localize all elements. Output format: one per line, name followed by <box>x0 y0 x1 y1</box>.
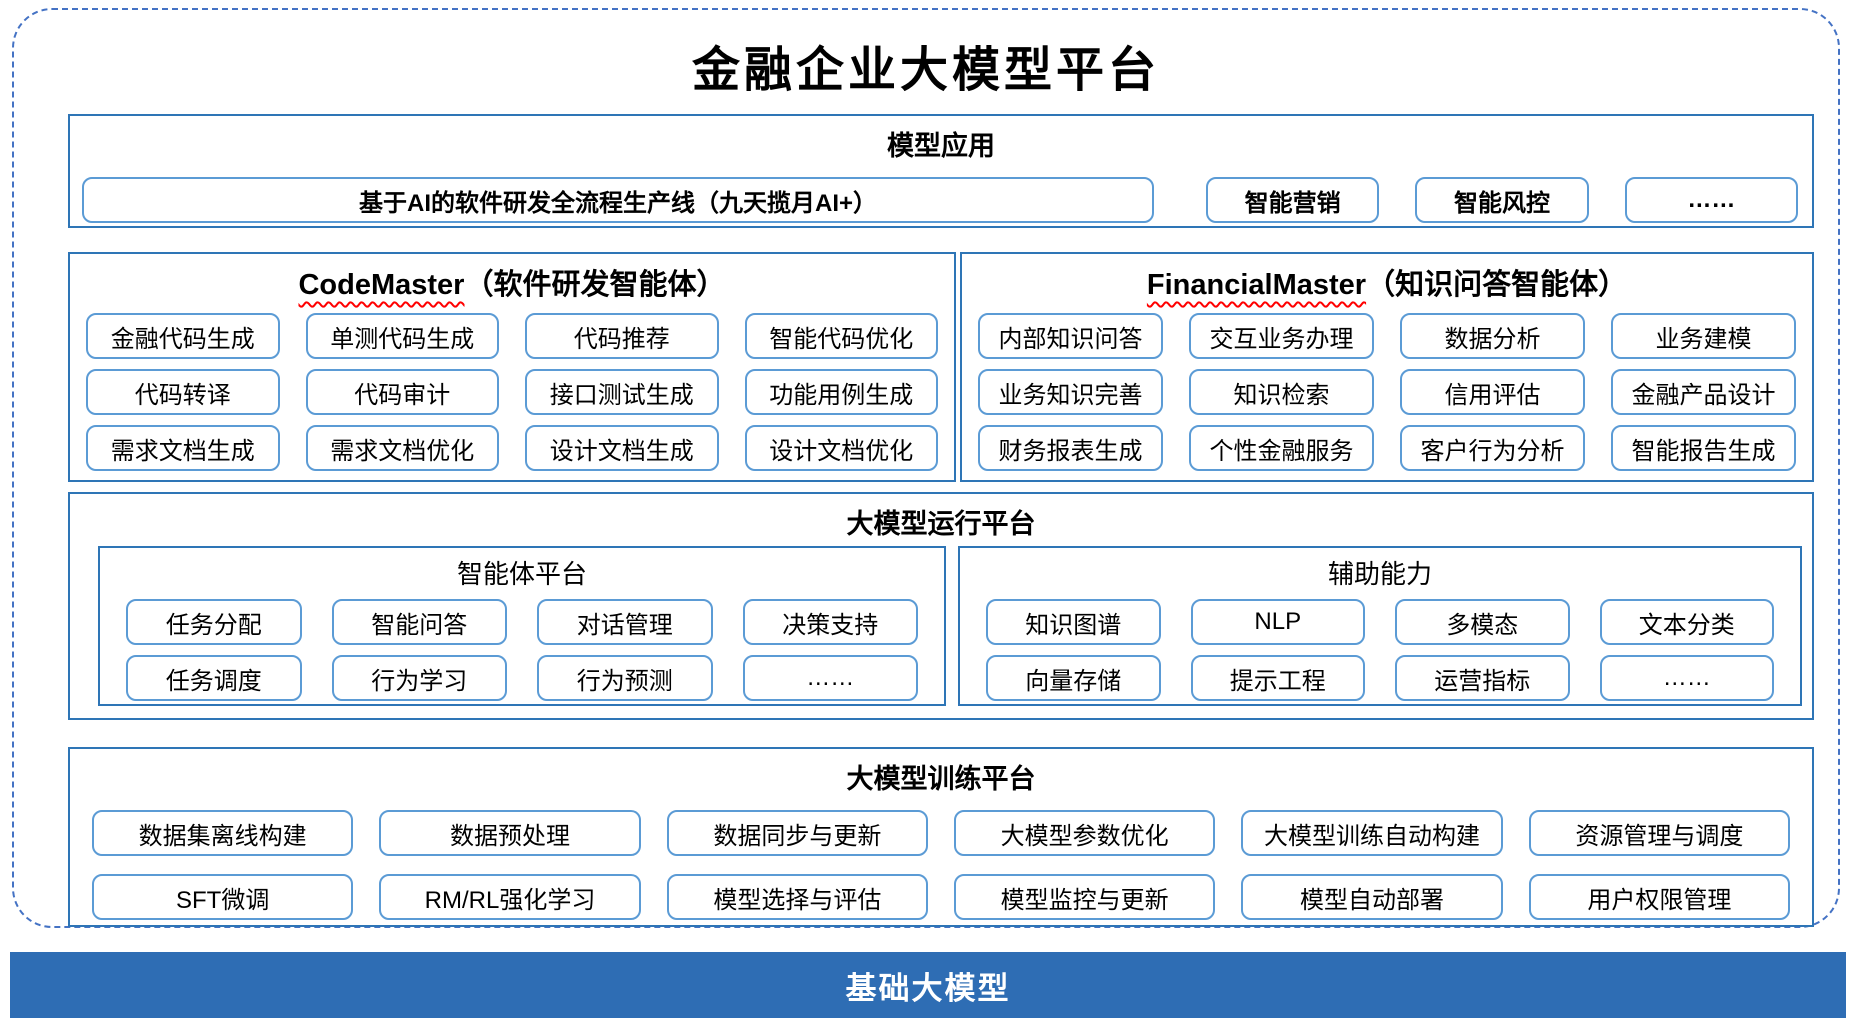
capability-box: 单测代码生成 <box>305 313 499 359</box>
codemaster-header-en: CodeMaster <box>298 269 465 301</box>
capability-box: 模型自动部署 <box>1241 874 1503 920</box>
capability-box: 数据集离线构建 <box>92 810 354 856</box>
training-platform-header: 大模型训练平台 <box>846 764 1036 794</box>
capability-box: 知识图谱 <box>986 599 1161 645</box>
application-box-pipeline: 基于AI的软件研发全流程生产线（九天揽月AI+） <box>82 177 1154 223</box>
aux-capabilities-box: 辅助能力 知识图谱 NLP 多模态文本分类向量存储提示工程运营指标 …… <box>958 546 1802 706</box>
capability-box: 数据分析 <box>1400 313 1585 359</box>
runtime-platform-header: 大模型运行平台 <box>846 509 1036 539</box>
capability-box: 知识检索 <box>1189 369 1374 415</box>
capability-box: 代码审计 <box>305 369 499 415</box>
capability-box: 大模型训练自动构建 <box>1241 810 1503 856</box>
aux-capabilities-grid: 知识图谱 NLP 多模态文本分类向量存储提示工程运营指标 …… <box>960 591 1800 701</box>
model-application-header: 模型应用 <box>887 131 995 161</box>
capability-box: 客户行为分析 <box>1400 425 1585 471</box>
financialmaster-header: FinancialMaster（知识问答智能体） <box>962 254 1812 303</box>
codemaster-header: CodeMaster（软件研发智能体） <box>70 254 954 303</box>
capability-box: 设计文档生成 <box>525 425 719 471</box>
capability-box: 代码转译 <box>86 369 280 415</box>
capability-box: 运营指标 <box>1395 655 1570 701</box>
application-box-more: …… <box>1624 177 1798 223</box>
capability-box: 模型监控与更新 <box>954 874 1216 920</box>
capability-box: 大模型参数优化 <box>954 810 1216 856</box>
base-model-label: 基础大模型 <box>845 970 1011 1006</box>
base-model-bar: 基础大模型 <box>10 952 1846 1018</box>
agent-platform-grid: 任务分配智能问答对话管理决策支持任务调度行为学习行为预测 …… <box>100 591 944 701</box>
financialmaster-header-zh: （知识问答智能体） <box>1366 269 1628 301</box>
agent-platform-box: 智能体平台 任务分配智能问答对话管理决策支持任务调度行为学习行为预测 …… <box>98 546 946 706</box>
capability-box: 信用评估 <box>1400 369 1585 415</box>
codemaster-section: CodeMaster（软件研发智能体） 金融代码生成单测代码生成代码推荐智能代码… <box>68 252 956 482</box>
capability-box: 需求文档生成 <box>86 425 280 471</box>
capability-box: 行为学习 <box>331 655 507 701</box>
capability-box: 智能代码优化 <box>744 313 938 359</box>
capability-box: 金融产品设计 <box>1611 369 1796 415</box>
model-application-section: 模型应用 基于AI的软件研发全流程生产线（九天揽月AI+） 智能营销 智能风控 … <box>68 114 1814 228</box>
capability-box: …… <box>742 655 918 701</box>
application-box: 智能风控 <box>1415 177 1589 223</box>
capability-box: 数据同步与更新 <box>666 810 928 856</box>
agent-platform-header: 智能体平台 <box>456 559 587 589</box>
financialmaster-header-en: FinancialMaster <box>1146 269 1367 301</box>
capability-box: 任务调度 <box>126 655 302 701</box>
capability-box: 代码推荐 <box>525 313 719 359</box>
capability-box: 决策支持 <box>742 599 918 645</box>
capability-box: SFT微调 <box>92 874 354 920</box>
financialmaster-capability-grid: 内部知识问答交互业务办理数据分析业务建模业务知识完善知识检索信用评估金融产品设计… <box>962 303 1812 471</box>
runtime-platform-section: 大模型运行平台 智能体平台 任务分配智能问答对话管理决策支持任务调度行为学习行为… <box>68 492 1814 720</box>
capability-box: NLP <box>1190 599 1365 645</box>
capability-box: 智能报告生成 <box>1611 425 1796 471</box>
capability-box: 金融代码生成 <box>86 313 280 359</box>
capability-box: 任务分配 <box>126 599 302 645</box>
capability-box: 财务报表生成 <box>978 425 1163 471</box>
application-box: 智能营销 <box>1206 177 1380 223</box>
capability-box: RM/RL强化学习 <box>379 874 641 920</box>
page-title: 金融企业大模型平台 <box>691 42 1160 98</box>
capability-box: 业务建模 <box>1611 313 1796 359</box>
capability-box: 需求文档优化 <box>305 425 499 471</box>
capability-box: 模型选择与评估 <box>666 874 928 920</box>
capability-box: 交互业务办理 <box>1189 313 1374 359</box>
codemaster-header-zh: （软件研发智能体） <box>464 269 726 301</box>
codemaster-capability-grid: 金融代码生成单测代码生成代码推荐智能代码优化代码转译代码审计接口测试生成功能用例… <box>70 303 954 471</box>
capability-box: 业务知识完善 <box>978 369 1163 415</box>
training-platform-grid: 数据集离线构建数据预处理数据同步与更新大模型参数优化大模型训练自动构建资源管理与… <box>70 796 1812 920</box>
aux-capabilities-header: 辅助能力 <box>1327 559 1432 589</box>
capability-box: 向量存储 <box>986 655 1161 701</box>
capability-box: 资源管理与调度 <box>1528 810 1790 856</box>
capability-box: 个性金融服务 <box>1189 425 1374 471</box>
capability-box: 对话管理 <box>537 599 713 645</box>
capability-box: 多模态 <box>1395 599 1570 645</box>
capability-box: 数据预处理 <box>379 810 641 856</box>
training-platform-section: 大模型训练平台 数据集离线构建数据预处理数据同步与更新大模型参数优化大模型训练自… <box>68 747 1814 927</box>
capability-box: 智能问答 <box>331 599 507 645</box>
capability-box: 用户权限管理 <box>1528 874 1790 920</box>
model-application-row: 基于AI的软件研发全流程生产线（九天揽月AI+） 智能营销 智能风控 …… <box>70 163 1812 223</box>
capability-box: 文本分类 <box>1599 599 1774 645</box>
capability-box: 功能用例生成 <box>744 369 938 415</box>
capability-box: …… <box>1599 655 1774 701</box>
platform-dashed-frame: 金融企业大模型平台 模型应用 基于AI的软件研发全流程生产线（九天揽月AI+） … <box>12 8 1840 928</box>
capability-box: 提示工程 <box>1190 655 1365 701</box>
financialmaster-section: FinancialMaster（知识问答智能体） 内部知识问答交互业务办理数据分… <box>960 252 1814 482</box>
capability-box: 接口测试生成 <box>525 369 719 415</box>
capability-box: 行为预测 <box>537 655 713 701</box>
capability-box: 内部知识问答 <box>978 313 1163 359</box>
capability-box: 设计文档优化 <box>744 425 938 471</box>
